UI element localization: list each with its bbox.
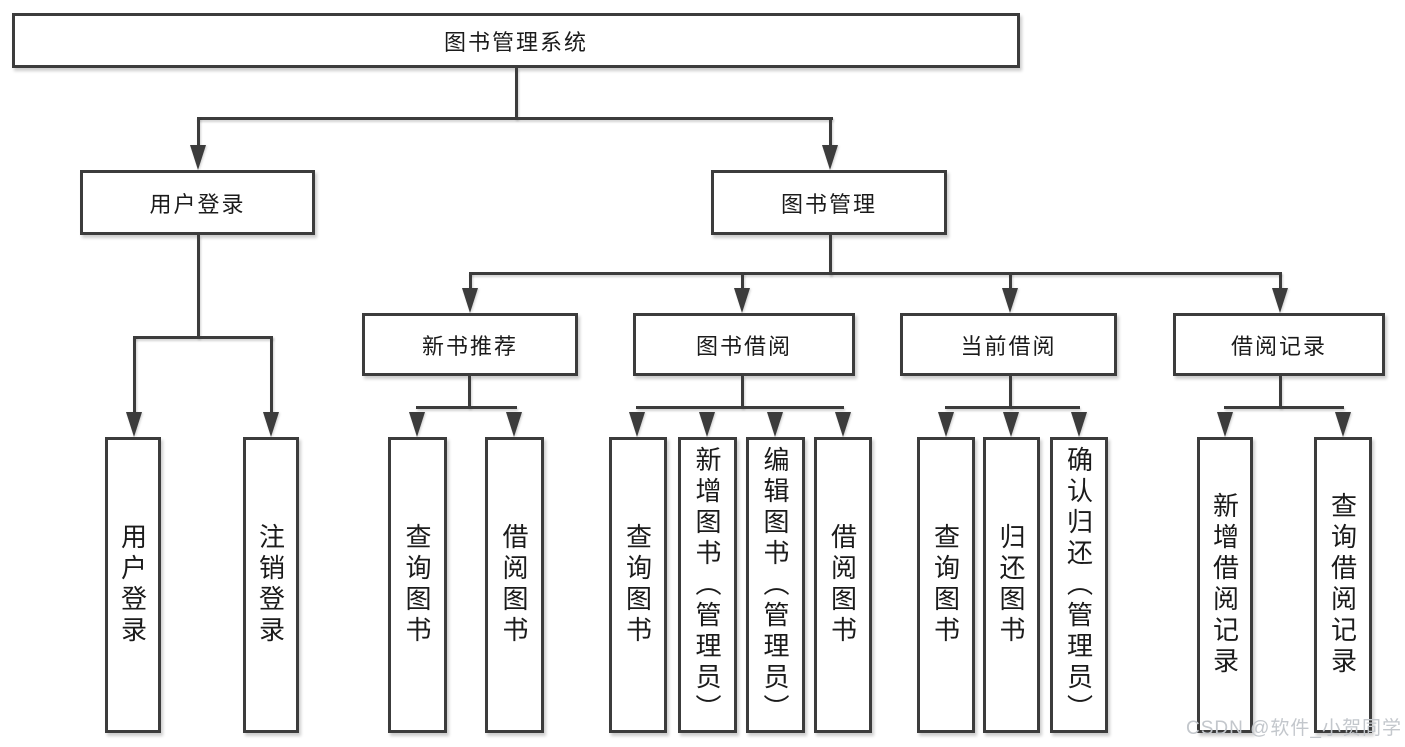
node-label: 新书推荐 [421,333,518,359]
node-label: 图书借阅 [695,333,792,359]
connector-new-book-stem [468,376,471,408]
node-book-borrowing: 图书借阅 [633,313,855,376]
leaf-user-login: 用户登录 [105,437,161,733]
connector-user-login-drop [197,117,200,149]
arrowhead-user-login [190,145,206,170]
leaf-borrow-books: 借阅图书 [814,437,872,733]
node-borrowing-records: 借阅记录 [1173,313,1385,376]
arrowhead-book-borrow [734,288,750,313]
leaf-edit-book-admin: 编辑图书（管理员） [746,437,805,733]
arrowhead-new-book [462,288,478,313]
node-label: 归还图书 [996,523,1026,647]
arrowhead-leaf-login [126,412,142,437]
connector-user-login-stem [197,235,200,338]
leaf-query-books-borrow: 查询图书 [609,437,667,733]
arrowhead-borrow-book-2 [835,412,851,437]
connector-user-login-rail [133,336,273,339]
connector-level2-rail [469,272,1281,275]
node-label: 编辑图书（管理员） [760,445,790,725]
node-label: 查询借阅记录 [1327,492,1358,678]
arrowhead-query-book-3 [938,412,954,437]
leaf-query-borrow-record: 查询借阅记录 [1314,437,1372,733]
node-new-book-recommendation: 新书推荐 [362,313,578,376]
arrowhead-query-record [1335,412,1351,437]
connector-new-book-rail [416,406,517,409]
node-label: 查询图书 [622,523,653,647]
leaf-borrow-books-recommend: 借阅图书 [485,437,544,733]
node-label: 确认归还（管理员） [1063,445,1094,725]
node-label: 新增借阅记录 [1209,492,1240,678]
arrowhead-current-borrow [1002,288,1018,313]
leaf-add-borrow-record: 新增借阅记录 [1197,437,1253,733]
arrowhead-book-mgmt [822,145,838,170]
node-label: 查询图书 [402,523,432,647]
leaf-query-books-current: 查询图书 [917,437,975,733]
node-label: 借阅图书 [499,523,529,647]
node-label: 查询图书 [930,523,961,647]
connector-new-book-drop [469,272,472,290]
arrowhead-add-record [1217,412,1233,437]
arrowhead-leaf-logout [263,412,279,437]
arrowhead-borrow-book-1 [506,412,522,437]
arrowhead-query-book-2 [629,412,645,437]
connector-leaf-logout-drop [270,336,273,414]
node-label: 新增图书（管理员） [692,445,722,725]
arrowhead-add-book [699,412,715,437]
node-label: 用户登录 [149,191,246,217]
connector-borrow-record-rail [1224,406,1344,409]
node-book-management: 图书管理 [711,170,947,235]
node-user-login: 用户登录 [80,170,315,235]
node-label: 注销登录 [255,523,286,647]
connector-current-borrow-drop [1009,272,1012,290]
connector-current-borrow-rail [945,406,1080,409]
arrowhead-edit-book [767,412,783,437]
node-current-borrowing: 当前借阅 [900,313,1117,376]
connector-book-mgmt-drop [829,117,832,149]
connector-book-mgmt-stem [829,235,832,275]
node-label: 借阅图书 [827,523,858,647]
leaf-logout: 注销登录 [243,437,299,733]
node-label: 借阅记录 [1230,333,1327,359]
node-label: 图书管理系统 [443,29,588,55]
node-label: 图书管理 [780,191,877,217]
connector-book-borrow-drop [741,272,744,290]
connector-borrow-record-drop [1279,272,1282,290]
node-label: 当前借阅 [960,333,1057,359]
connector-book-borrow-stem [741,376,744,408]
leaf-confirm-return-admin: 确认归还（管理员） [1050,437,1108,733]
arrowhead-return-book [1003,412,1019,437]
node-library-management-system: 图书管理系统 [12,13,1020,68]
leaf-return-book: 归还图书 [983,437,1040,733]
connector-root-stem [515,68,518,119]
leaf-add-book-admin: 新增图书（管理员） [678,437,737,733]
arrowhead-borrow-record [1272,288,1288,313]
connector-borrow-record-stem [1279,376,1282,408]
connector-leaf-login-drop [133,336,136,414]
connector-current-borrow-stem [1009,376,1012,408]
csdn-watermark: CSDN @软件_小贺同学 [1186,718,1402,739]
arrowhead-query-book-1 [409,412,425,437]
leaf-query-books-recommend: 查询图书 [388,437,447,733]
connector-level1-rail [197,117,833,120]
arrowhead-confirm-return [1071,412,1087,437]
connector-book-borrow-rail [636,406,844,409]
node-label: 用户登录 [117,523,148,647]
